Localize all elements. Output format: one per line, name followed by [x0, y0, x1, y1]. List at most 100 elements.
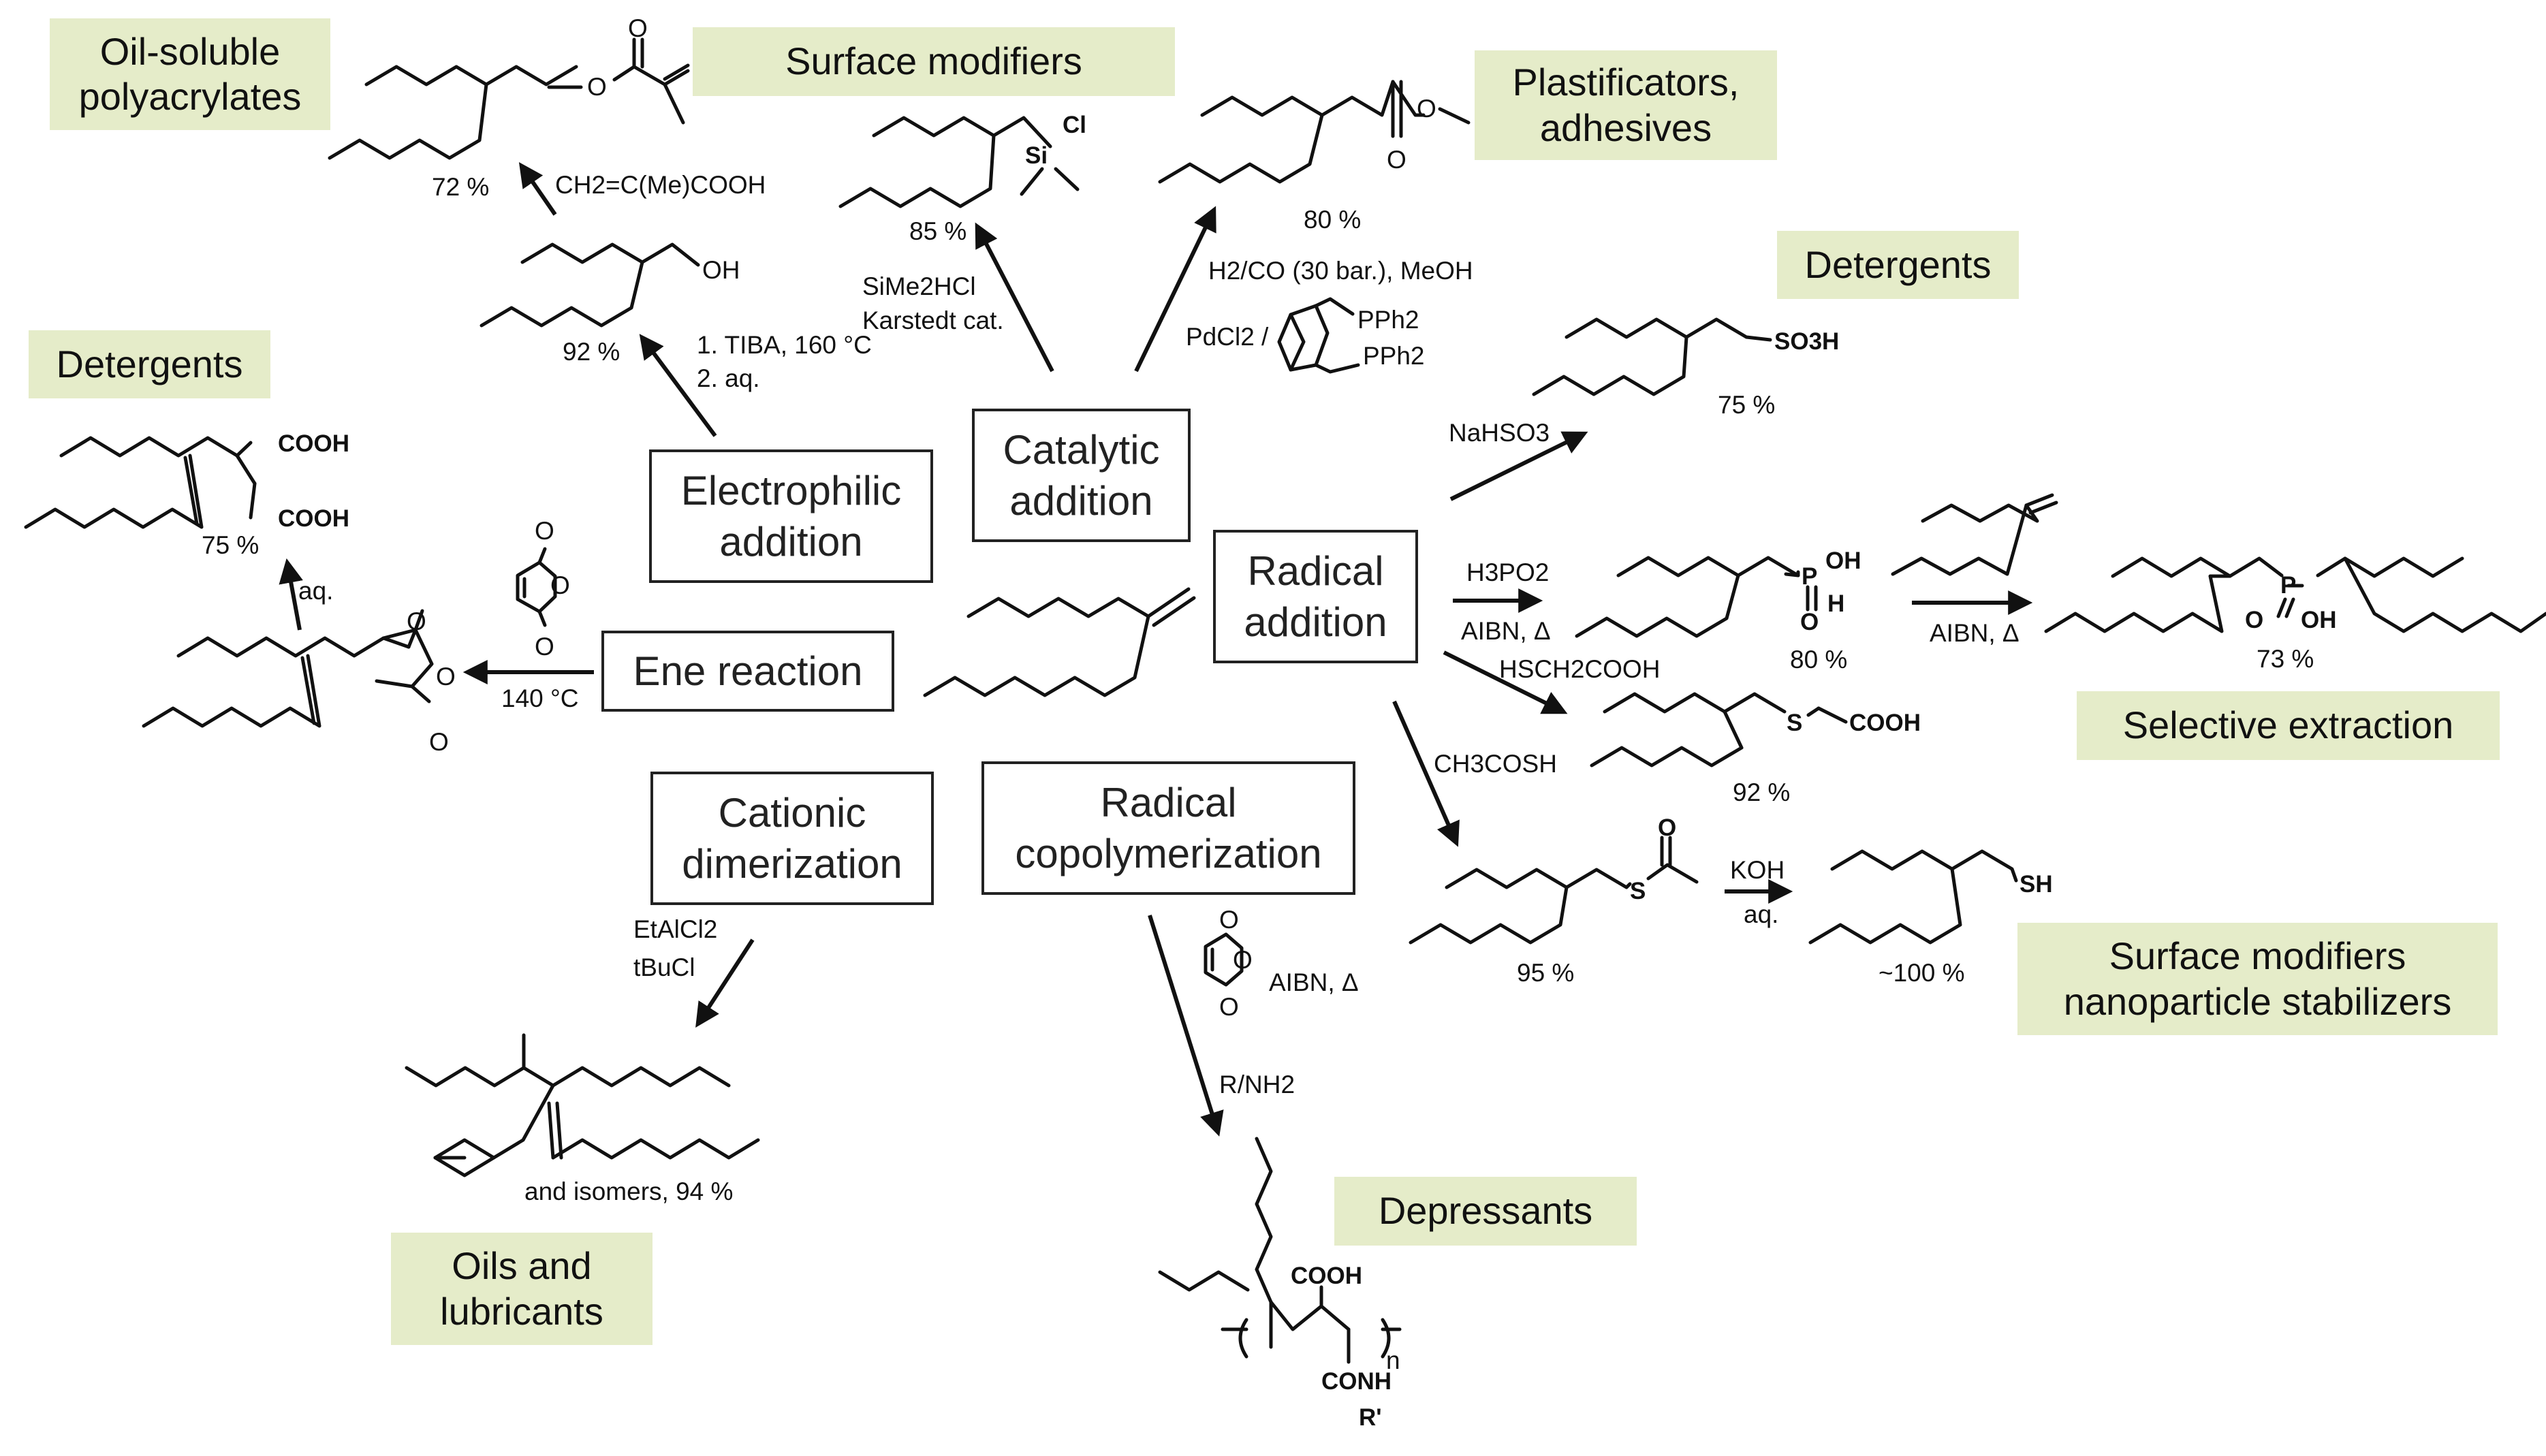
yield-thiol: ~100 % — [1879, 959, 1965, 987]
condition-aibn: AIBN, Δ — [1461, 617, 1551, 645]
molecule-polymer: COOH CONH R' n — [1158, 1137, 1402, 1431]
atom-o: O — [2245, 607, 2263, 633]
atom-o: O — [1233, 946, 1253, 974]
condition-aibn: AIBN, Δ — [1930, 619, 2019, 647]
label-detergents-right: Detergents — [1777, 231, 2019, 299]
label-depressants: Depressants — [1334, 1177, 1637, 1246]
arrow-thioglycolic — [1443, 650, 1568, 714]
atom-o: O — [1800, 609, 1819, 635]
molecule-thiol: SH ~100 % — [1808, 849, 2053, 987]
group-conh: CONH — [1321, 1368, 1392, 1395]
label-oils-and-lubricants: Oils and lubricants — [391, 1233, 653, 1345]
label-oil-soluble-polyacrylates: Oil-soluble polyacrylates — [50, 18, 330, 130]
arrow-electrophilic — [639, 334, 717, 437]
yield-thioester: 95 % — [1517, 959, 1574, 987]
condition-etalcl2: EtAlCl2 — [633, 915, 717, 943]
yield-dimer: and isomers, 94 % — [524, 1177, 733, 1205]
molecule-sulfonic-acid: SO3H 75 % — [1532, 317, 1839, 419]
subscript-n: n — [1386, 1346, 1400, 1374]
box-ene-reaction: Ene reaction — [601, 631, 894, 712]
atom-o: O — [429, 728, 449, 756]
ligand-norbornane: PPh2 PPh2 — [1277, 297, 1425, 374]
condition-aibn: AIBN, Δ — [1269, 968, 1359, 996]
molecule-maleic-anhydride-copoly: O O O — [1204, 906, 1253, 1021]
condition-koh: KOH — [1730, 856, 1785, 884]
atom-s: S — [1787, 710, 1802, 736]
ligand-pph2: PPh2 — [1363, 342, 1425, 370]
atom-oh: OH — [1825, 548, 1861, 574]
group-cooh: COOH — [278, 430, 349, 457]
atom-oh: OH — [2301, 607, 2337, 633]
atom-o: O — [407, 607, 426, 635]
arrow-hydroformylation — [1134, 206, 1216, 373]
atom-o: O — [1219, 993, 1239, 1021]
molecule-ester: O O 80 % — [1158, 80, 1471, 234]
atom-o: O — [628, 14, 648, 42]
box-radical-copolymerization: Radical copolymerization — [981, 761, 1355, 895]
group-so3h: SO3H — [1774, 328, 1839, 355]
condition-sime2hcl: SiMe2HCl — [862, 272, 976, 300]
group-cooh: COOH — [1291, 1263, 1362, 1289]
yield-ester: 80 % — [1304, 206, 1361, 234]
yield-dialkyl-phosphinic: 73 % — [2257, 645, 2314, 673]
condition-h3po2: H3PO2 — [1466, 558, 1549, 586]
arrow-hydrolysis-anhydride — [279, 558, 303, 631]
condition-tbucl: tBuCl — [633, 953, 695, 981]
condition-tiba: 1. TIBA, 160 °C — [697, 331, 872, 359]
atom-o: O — [550, 571, 570, 599]
label-detergents-left: Detergents — [29, 330, 270, 398]
atom-p: P — [1802, 563, 1817, 590]
arrow-thioacetic — [1392, 700, 1460, 847]
condition-hsch2cooh: HSCH2COOH — [1499, 655, 1660, 683]
box-cationic-dimerization: Cationic dimerization — [650, 772, 934, 905]
atom-o: O — [535, 633, 554, 661]
condition-140c: 140 °C — [501, 684, 579, 712]
atom-s: S — [1630, 878, 1646, 904]
label-surface-modifiers-top: Surface modifiers — [693, 27, 1175, 96]
atom-o: O — [587, 73, 607, 101]
yield-phosphinic: 80 % — [1790, 646, 1847, 674]
condition-aq: aq. — [1744, 900, 1778, 928]
molecule-phosphinic-acid: P OH H O 80 % — [1575, 548, 1861, 674]
condition-aq: 2. aq. — [697, 364, 760, 392]
yield-sulfonic: 75 % — [1718, 391, 1775, 419]
molecule-alcohol: OH 92 % — [480, 242, 740, 366]
arrow-dimerization — [695, 938, 755, 1028]
arrow-methacrylate — [518, 162, 557, 216]
yield-succinic: 75 % — [202, 531, 259, 559]
atom-p: P — [2280, 572, 2296, 599]
molecule-thioacid: S COOH 92 % — [1590, 692, 1921, 806]
yield-thioacid: 92 % — [1733, 778, 1790, 806]
atom-o: O — [535, 517, 554, 545]
yield-alcohol: 92 % — [563, 338, 620, 366]
molecule-alkenylsuccinic-anhydride: O O O — [142, 607, 456, 756]
atom-o: O — [436, 663, 456, 691]
group-r-prime: R' — [1359, 1404, 1382, 1431]
condition-rnh2: R/NH2 — [1219, 1071, 1295, 1098]
yield-methacrylate: 72 % — [432, 173, 489, 201]
box-catalytic-addition: Catalytic addition — [972, 409, 1191, 542]
condition-methacrylic-acid: CH2=C(Me)COOH — [555, 171, 766, 199]
condition-ch3cosh: CH3COSH — [1434, 750, 1557, 778]
arrow-sulfonation — [1449, 431, 1588, 501]
atom-o: O — [1417, 95, 1436, 123]
label-surface-modifiers-nanoparticles: Surface modifiers nanoparticle stabilize… — [2017, 923, 2498, 1035]
molecule-succinic-acid: COOH COOH 75 % — [24, 430, 349, 559]
molecule-silane: Si Cl 85 % — [838, 112, 1086, 245]
atom-o: O — [1658, 814, 1676, 841]
arrow-silane — [975, 222, 1054, 373]
label-selective-extraction: Selective extraction — [2077, 691, 2500, 760]
condition-nahso3: NaHSO3 — [1449, 419, 1550, 447]
atom-o: O — [1219, 906, 1239, 934]
group-cooh: COOH — [278, 505, 349, 532]
yield-silane: 85 % — [909, 217, 966, 245]
molecule-maleic-anhydride: O O O — [516, 517, 570, 661]
reaction-arrows — [279, 162, 2033, 1137]
condition-aq: aq. — [298, 577, 333, 605]
group-sh: SH — [2019, 871, 2053, 898]
atom-o: O — [1387, 146, 1406, 174]
molecule-thioester: S O 95 % — [1409, 814, 1699, 987]
molecule-dimer: and isomers, 94 % — [405, 1033, 760, 1205]
